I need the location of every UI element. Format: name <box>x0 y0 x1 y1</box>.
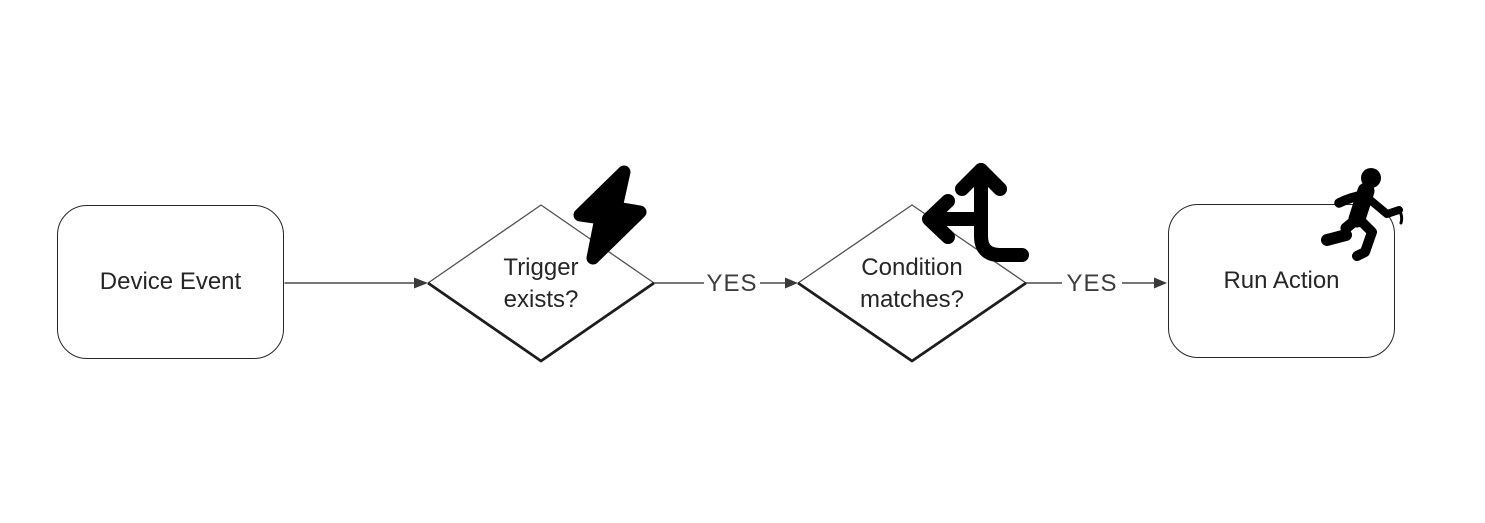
edge-trigger-exists-to-condition-matches <box>654 277 798 289</box>
split-arrows-icon <box>922 163 1029 262</box>
node-label-trigger-exists: Trigger exists? <box>503 254 579 313</box>
node-label-condition-matches: Condition matches? <box>859 254 965 313</box>
node-device-event: Device Event <box>57 205 284 359</box>
diamond-trigger-exists-shape <box>427 204 655 363</box>
arrowhead-icon <box>1154 277 1167 289</box>
lightning-bolt-icon <box>573 165 647 265</box>
node-label-device-event: Device Event <box>99 268 242 295</box>
diamond-bottom-edges <box>427 281 655 363</box>
arrowhead-icon <box>785 277 798 289</box>
node-label-run-action: Run Action <box>1223 267 1340 294</box>
edge-label-yes-1: YES <box>704 270 760 298</box>
running-person-icon <box>1321 168 1404 261</box>
diamond-top-edges <box>427 204 655 284</box>
arrowhead-icon <box>414 277 428 289</box>
node-run-action: Run Action <box>1168 204 1395 358</box>
edge-device-event-to-trigger-exists <box>284 277 428 289</box>
diamond-bottom-edges <box>797 281 1027 363</box>
edge-condition-matches-to-run-action <box>1026 277 1167 289</box>
edge-label-yes-2: YES <box>1064 270 1120 298</box>
